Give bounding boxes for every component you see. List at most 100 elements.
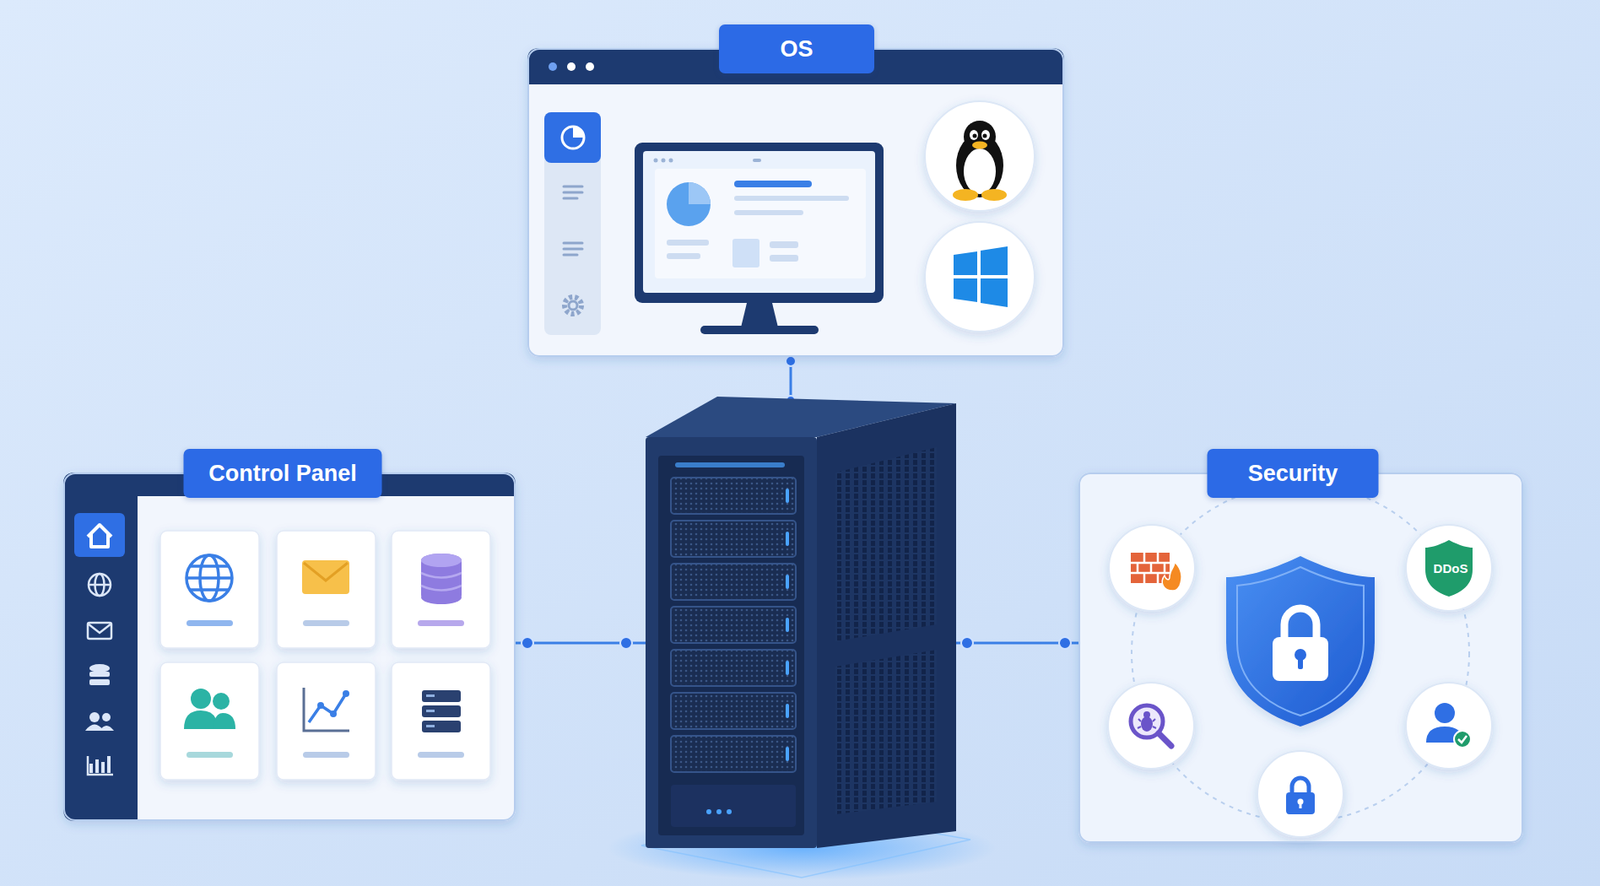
server-tower-part-part [785,617,790,633]
control-panel-art-part-part [101,762,105,773]
control-panel-art-part-part [190,688,211,709]
security-panel-art-part [1158,733,1172,746]
server-tower-part-part [670,649,796,687]
control-panel-art-part [421,553,462,605]
os-panel-art-part [564,297,582,314]
os-panel-art-part [666,239,709,246]
os-panel-art-part [544,112,601,163]
os-panel-art [527,48,1065,357]
server-tower-part-part [785,531,790,546]
control-panel-art-part-part [421,690,461,703]
control-panel-art-part-part [426,694,435,698]
os-panel-art-part [654,168,866,279]
os-panel-art-part [734,180,812,188]
security-panel-art-part [1458,735,1467,743]
link-dots-part [785,356,796,367]
security-panel-art-part [1078,472,1524,844]
panel-tab: Control Panel [183,448,383,498]
control-panel-art [63,472,516,822]
globe-icon [186,555,233,601]
panel-tab: OS [718,24,875,74]
security-panel-art-part [1454,730,1471,748]
server-tower-part-part [785,660,790,676]
globe-icon-part [189,566,229,590]
os-panel-art-part [956,133,1004,198]
control-panel-art-part-part [160,662,260,780]
server-tower-part-part [785,488,790,503]
os-panel-art-part-part [563,254,578,257]
control-panel-art-part [303,562,348,581]
security-panel-art-part [1237,567,1364,716]
control-panel-art-part [183,688,236,730]
os-panel-art-part [700,325,819,335]
badge-text: DDoS [1433,561,1469,576]
control-panel-art-part-part [107,756,111,773]
os-panel-art-part [688,182,711,205]
control-panel-art-part-part [89,664,110,673]
os-panel-art-part [963,120,996,153]
control-panel-art-part [63,472,516,822]
security-panel-art-part-part [1405,524,1492,611]
control-panel-art-part [426,694,435,728]
control-panel-art-part-part [212,713,236,730]
os-panel-art-part [952,189,979,201]
control-panel-art-part [317,690,350,718]
control-panel-art-part-part [421,590,462,605]
os-panel-art-part [769,254,799,262]
server-tower-part [645,437,817,849]
os-panel-art-part [769,241,799,249]
control-panel-art-part-part [89,712,100,723]
globe-icon-part [186,555,233,601]
security-panel-art [1078,472,1524,844]
os-panel-art-part-part [563,248,583,251]
os-panel-art-part [740,302,779,328]
os-panel-art-part [980,278,1008,308]
server-tower-part [835,447,937,642]
security-panel-art-part-part [1143,552,1146,563]
os-panel-art-part [734,195,849,201]
security-panel-art-part [1434,702,1455,724]
security-panel-art-part-part [1156,572,1160,584]
server-tower [607,396,996,881]
os-panel-art-part [972,141,988,150]
icon-circle: DDoS [1407,526,1494,613]
control-panel-art-part [421,553,462,568]
os-panel-art-part [568,301,578,310]
control-panel-art-part [186,751,233,758]
control-panel-art-part [302,560,350,595]
control-panel-art-part-part [212,692,230,710]
control-panel-art-part-part [276,530,376,649]
server-tower-part [706,809,712,815]
os-panel-art-part [963,148,996,195]
server-tower-part [716,809,722,815]
server-tower-part-part [670,735,796,773]
security-panel-art-part [1297,656,1303,670]
server-tower-part [670,477,796,773]
control-panel-art-part [87,573,112,639]
security-panel-art-part [1286,792,1315,815]
os-panel-art-part [585,62,595,71]
control-panel-art-part-part [87,622,112,639]
security-panel-art-part [1284,608,1317,639]
control-panel-art-part-part [88,583,111,587]
control-panel-art-part [302,620,350,627]
security-panel-art-part [1140,716,1153,732]
os-panel-art-part [981,189,1007,201]
os-panel-art-part [752,158,762,163]
os-panel-art-part [981,129,990,141]
control-panel-art-part-part [89,671,110,677]
control-panel-art-part [186,620,233,627]
control-panel-art-part [63,472,138,822]
control-panel-art-part [421,572,462,591]
os-panel-art-part [572,126,584,138]
os-panel-art-part [953,278,978,303]
link-dots-part [961,637,973,649]
control-panel-art-part [74,513,125,557]
os-panel-art-part-part [563,191,583,195]
server-tower-part-part [670,563,796,600]
os-panel-art-part [527,48,1065,357]
